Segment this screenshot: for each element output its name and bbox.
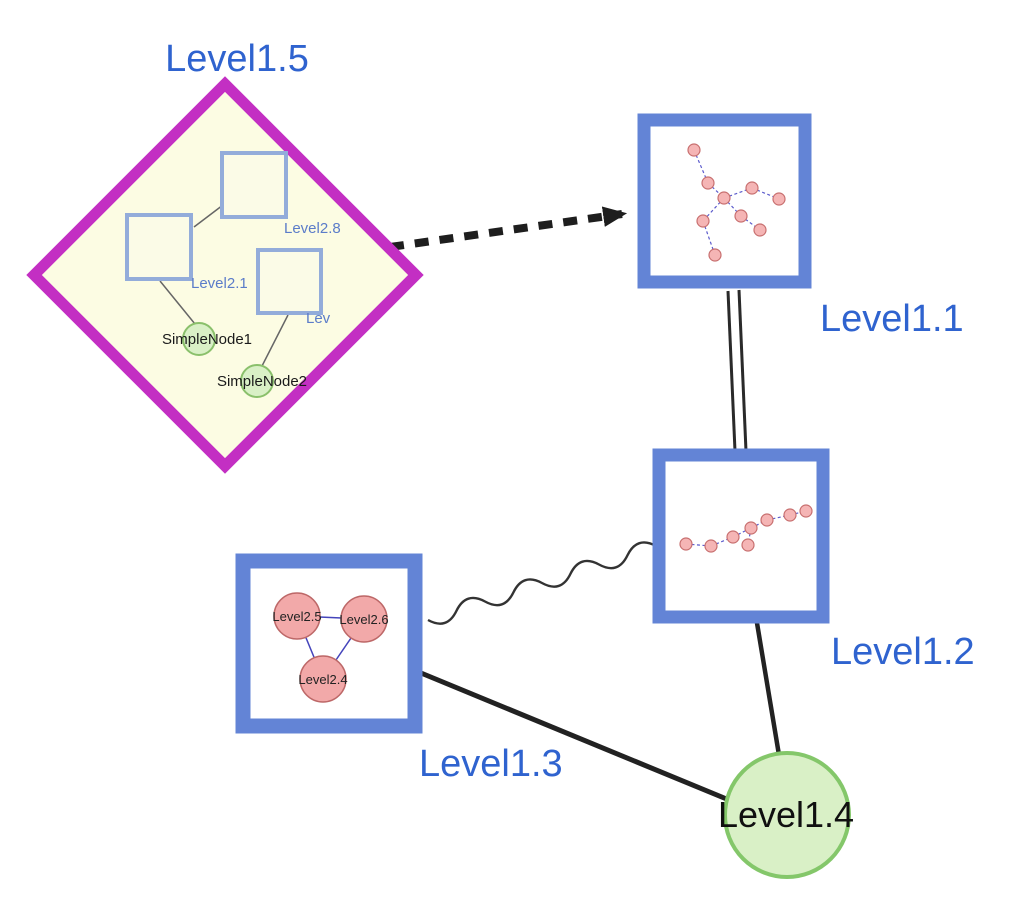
label-level1_4: Level1.4 [718,794,854,835]
inner-circle-level2_5[interactable] [273,592,321,640]
inner-square-left[interactable] [125,213,193,281]
node-level1_5-diamond[interactable]: Level2.8 Level2.1 Lev SimpleNode1 Simple… [26,76,424,474]
inner-circle-level2_4[interactable] [299,655,347,703]
inner-square-left-label: Level2.1 [191,275,248,292]
inner-edge-square_left-square_top[interactable] [193,204,224,228]
label-level1_2: Level1.2 [831,631,975,673]
mini-node[interactable] [753,223,767,237]
label-level1_3: Level1.3 [419,743,563,785]
label-level1_1: Level1.1 [820,298,964,340]
inner-circle-level2_6-label: Level2.6 [339,612,388,627]
mini-node[interactable] [726,530,740,544]
mini-node[interactable] [744,521,758,535]
mini-node[interactable] [772,192,786,206]
node-level1_2-group[interactable] [652,448,830,624]
mini-node[interactable] [745,181,759,195]
diamond-shape[interactable] [26,76,424,474]
mini-graph-level1_1 [687,143,786,262]
inner-square-top-label: Level2.8 [284,220,341,237]
inner-edge-square_left-simplenode1[interactable] [159,280,196,325]
mini-edge[interactable] [710,536,734,547]
group-square-level1_2[interactable] [652,448,830,624]
node-level1_3-group[interactable]: Level2.5 Level2.6 Level2.4 [235,553,423,734]
mini-node[interactable] [696,214,710,228]
simple-node-1[interactable] [182,322,216,356]
edge-level1_2-to-level1_4[interactable] [754,622,782,756]
simple-node-2[interactable] [240,364,274,398]
edge-level1_5-to-level1_1[interactable] [389,206,628,251]
edge-level1_3-to-level1_4[interactable] [420,670,730,803]
node-level1_1-group[interactable] [637,113,812,289]
inner-square-top[interactable] [220,151,288,219]
inner-circle-level2_5-label: Level2.5 [272,609,321,624]
mini-node[interactable] [760,513,774,527]
inner-edge-square_right-simplenode2[interactable] [261,314,289,367]
mini-node[interactable] [741,538,755,552]
edge-level1_3-to-level1_2[interactable] [427,541,657,625]
simple-node-2-label: SimpleNode2 [217,373,307,390]
mini-edge[interactable] [766,514,791,521]
inner-square-right[interactable] [256,248,323,315]
mini-edge[interactable] [740,215,761,231]
mini-node[interactable] [799,504,813,518]
mini-node[interactable] [734,209,748,223]
edge-level1_1-to-level1_2[interactable] [726,289,748,452]
simple-node-1-label: SimpleNode1 [162,331,252,348]
label-level1_5: Level1.5 [165,38,309,80]
mini-node[interactable] [708,248,722,262]
node-level1_4-circle[interactable] [723,751,851,879]
inner-circle-level2_6[interactable] [340,595,388,643]
mini-node[interactable] [687,143,701,157]
mini-node[interactable] [704,539,718,553]
mini-edge[interactable] [723,197,742,217]
inner-square-right-label: Lev [306,310,331,327]
mini-node[interactable] [701,176,715,190]
mini-node[interactable] [783,508,797,522]
mini-node[interactable] [717,191,731,205]
inner-circle-level2_4-label: Level2.4 [298,672,347,687]
mini-edge[interactable] [685,543,712,547]
mini-graph-level1_2 [679,504,813,553]
mini-node[interactable] [679,537,693,551]
